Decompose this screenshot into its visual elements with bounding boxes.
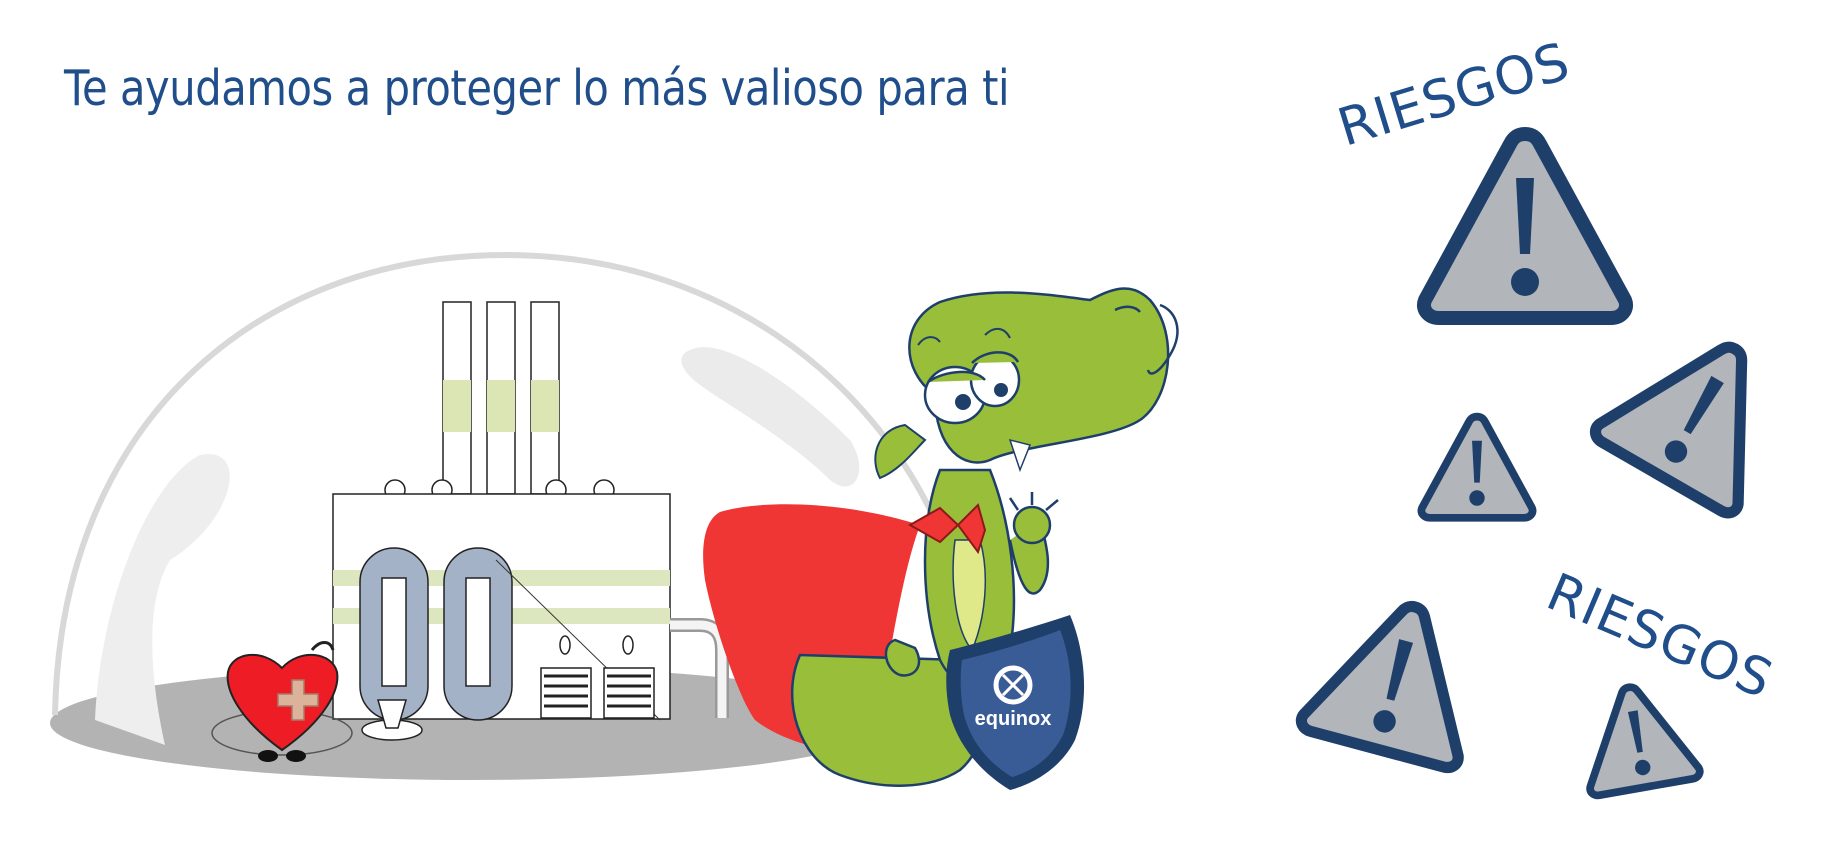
warning-triangle-icon: [1589, 341, 1748, 519]
heart-bandage-icon: [211, 641, 353, 762]
dome-outline: [52, 251, 938, 716]
warning-triangle-icon: [1417, 412, 1537, 522]
dragon-mascot: equinox: [703, 287, 1179, 790]
equinox-logo-text: equinox: [975, 708, 1052, 730]
equinox-logo-icon: [993, 665, 1033, 705]
warning-triangle-icon: [1586, 683, 1704, 800]
dome-highlight-right: [681, 347, 860, 487]
warning-triangle-icon: [1417, 127, 1633, 325]
factory: [332, 301, 729, 741]
bow-tie-icon: [907, 503, 987, 555]
equinox-shield: equinox: [946, 615, 1085, 790]
warning-triangle-icon: [1295, 600, 1464, 774]
dome-highlight-left: [95, 454, 230, 745]
headline: Te ayudamos a proteger lo más valioso pa…: [64, 60, 1010, 117]
